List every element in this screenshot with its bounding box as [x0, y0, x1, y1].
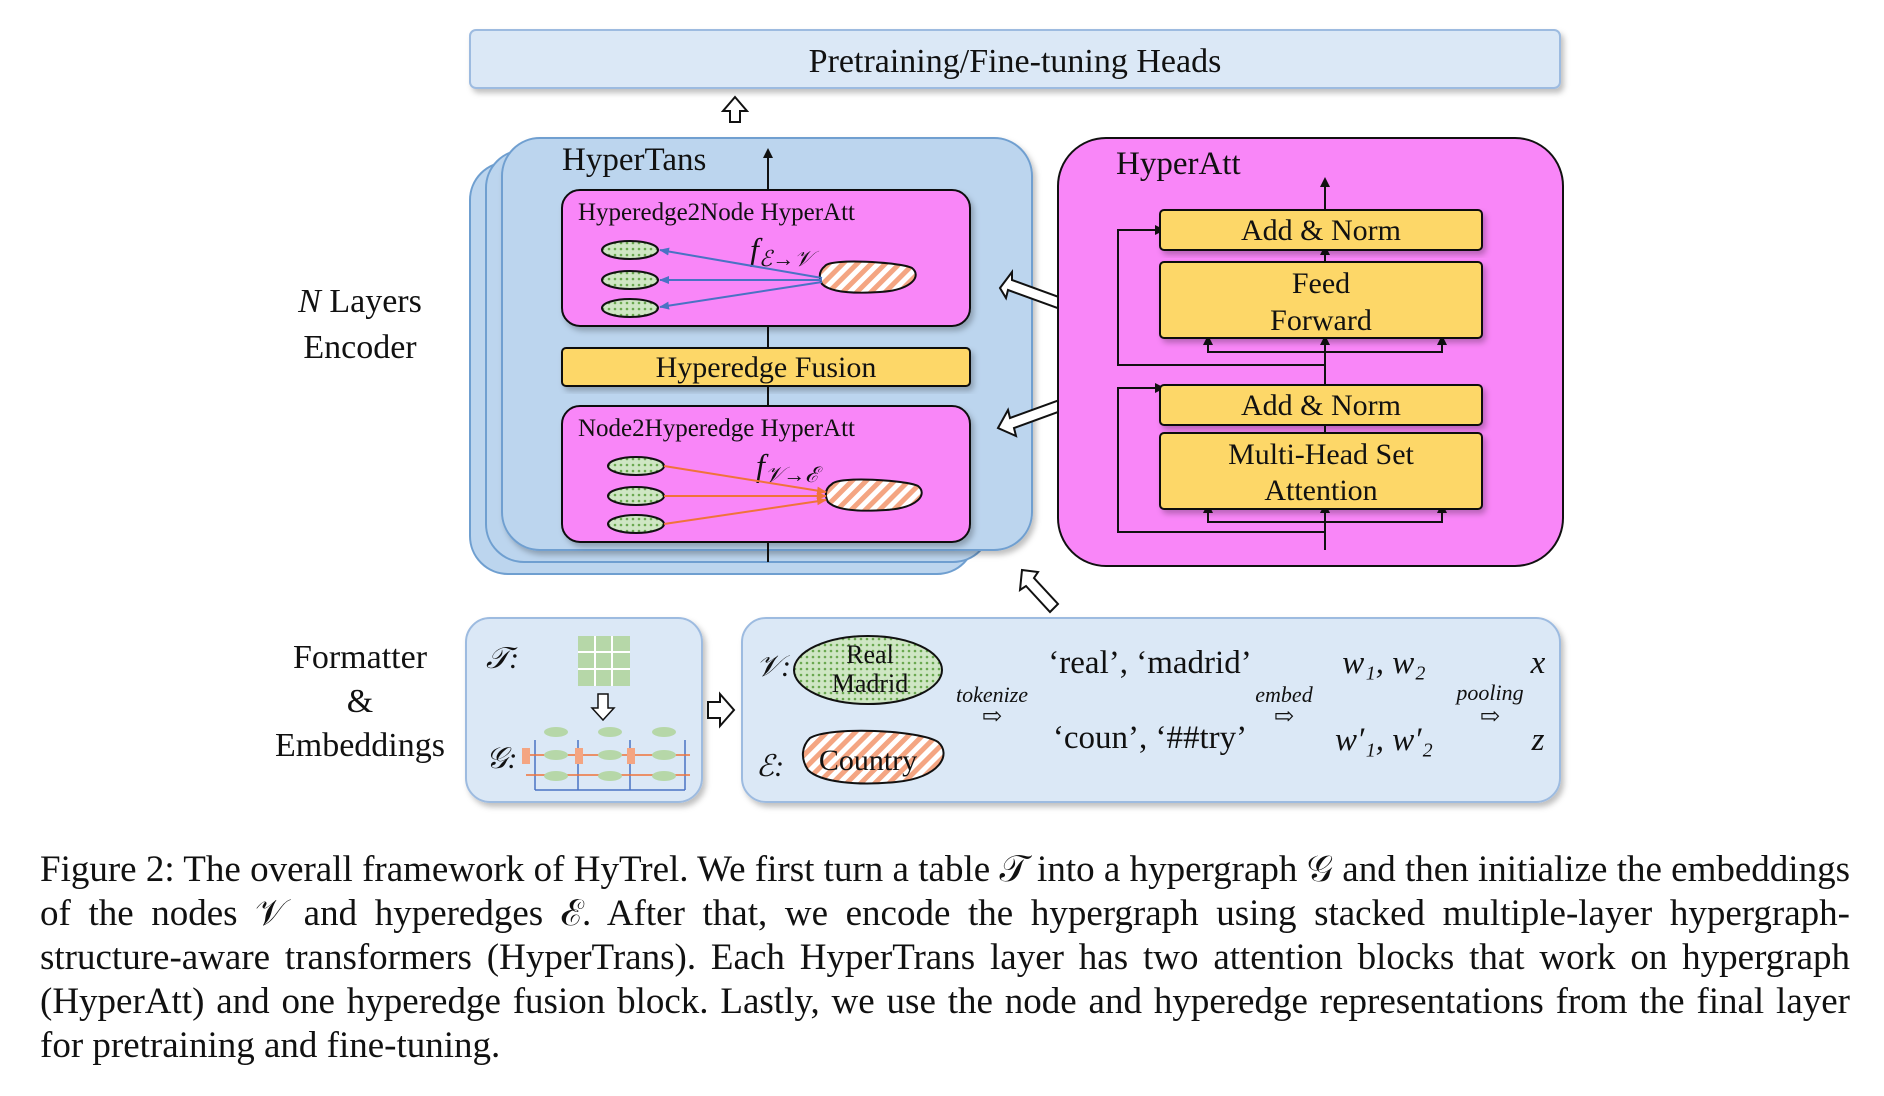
- right-arrow-icon: [707, 691, 736, 729]
- hyperedge-shape: [824, 478, 923, 512]
- add-norm-top-label: Add & Norm: [1241, 214, 1401, 247]
- heads-box: [469, 29, 1561, 89]
- node-ellipse: [601, 240, 659, 260]
- tokens-node: ‘real’, ‘madrid’: [1048, 645, 1251, 681]
- encoder-label-2: Encoder: [303, 329, 417, 366]
- table-grid-icon: [578, 636, 630, 686]
- hypertrans-title: HyperTans: [562, 142, 706, 178]
- node-label-1: Real: [846, 640, 894, 669]
- graph-symbol: 𝒢:: [486, 742, 517, 775]
- formatter-label-3: Embeddings: [275, 727, 445, 764]
- mhsa-label-2: Attention: [1264, 474, 1377, 507]
- node-label-2: Madrid: [832, 669, 909, 698]
- embeddings-box: [741, 617, 1561, 803]
- pooling-label: pooling: [1454, 680, 1523, 705]
- formatter-label-2: &: [347, 683, 373, 720]
- up-arrow-icon: [720, 95, 750, 123]
- edge-symbol: ℰ:: [756, 750, 784, 783]
- node-real-madrid: [793, 635, 943, 705]
- figure-caption: Figure 2: The overall framework of HyTre…: [40, 849, 1850, 1066]
- feed-forward-label-2: Forward: [1270, 304, 1372, 337]
- hyperedge-fusion-block: [561, 347, 971, 387]
- node-ellipse: [601, 270, 659, 290]
- tokenize-arrow-icon: ⇨: [982, 704, 1002, 730]
- feed-forward-label-1: Feed: [1292, 267, 1350, 300]
- node2hyperedge-title: Node2Hyperedge HyperAtt: [578, 415, 855, 442]
- output-z: z: [1531, 722, 1545, 758]
- down-arrow-icon: [590, 693, 616, 722]
- hyperedge-fusion-label: Hyperedge Fusion: [656, 351, 877, 384]
- tokens-edge: ‘coun’, ‘##try’: [1053, 720, 1247, 756]
- embed-arrow-icon: ⇨: [1274, 704, 1294, 730]
- hypergraph-icon: [522, 727, 690, 791]
- hyperedge-shape: [818, 260, 917, 294]
- add-norm-bottom-label: Add & Norm: [1241, 389, 1401, 422]
- node-ellipse: [601, 298, 659, 318]
- add-norm-bottom: [1159, 384, 1483, 426]
- node-ellipse: [607, 486, 665, 506]
- encoder-label: N Layers: [297, 283, 422, 320]
- node-ellipse: [607, 456, 665, 476]
- hyperedge-country: [802, 729, 945, 785]
- table-symbol: 𝒯:: [486, 642, 519, 675]
- node-ellipse: [607, 514, 665, 534]
- hyperatt-title: HyperAtt: [1116, 146, 1241, 182]
- diagonal-up-arrow-icon: [1018, 568, 1060, 614]
- tokenize-label: tokenize: [956, 682, 1028, 707]
- node-symbol: 𝒱:: [756, 650, 791, 683]
- add-norm-top: [1159, 209, 1483, 251]
- formatter-label-1: Formatter: [293, 639, 428, 676]
- pooling-arrow-icon: ⇨: [1480, 704, 1500, 730]
- heads-label: Pretraining/Fine-tuning Heads: [809, 43, 1222, 80]
- w-edge: w′₁, w′₂: [1335, 722, 1433, 758]
- hyperedge2node-title: Hyperedge2Node HyperAtt: [578, 199, 855, 226]
- feed-forward-block: [1159, 261, 1483, 339]
- embed-label: embed: [1255, 682, 1313, 707]
- hyperedge-country-label: Country: [819, 744, 917, 777]
- w-node: w₁, w₂: [1342, 645, 1425, 681]
- mhsa-label-1: Multi-Head Set: [1228, 438, 1414, 471]
- output-x: x: [1530, 645, 1546, 681]
- multi-head-set-attention-block: [1159, 432, 1483, 510]
